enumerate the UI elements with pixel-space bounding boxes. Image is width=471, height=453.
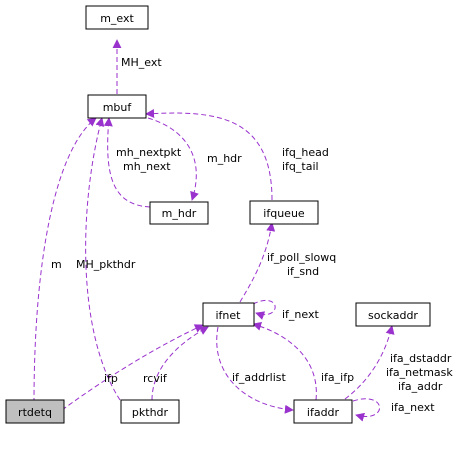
label-if-addrlist: if_addrlist bbox=[232, 371, 287, 384]
label-ifa-dstaddr: ifa_dstaddr bbox=[390, 352, 452, 365]
node-ifqueue-label: ifqueue bbox=[263, 207, 305, 220]
label-ifp: ifp bbox=[104, 372, 118, 385]
node-m-hdr[interactable]: m_hdr bbox=[149, 201, 209, 225]
label-ifa-addr: ifa_addr bbox=[398, 380, 443, 393]
label-ifq-tail: ifq_tail bbox=[282, 160, 319, 173]
label-if-next: if_next bbox=[282, 308, 319, 321]
label-m-hdr: m_hdr bbox=[207, 152, 242, 165]
node-sockaddr[interactable]: sockaddr bbox=[355, 302, 431, 327]
node-ifnet-label: ifnet bbox=[216, 309, 242, 322]
edge-ifaddr-self bbox=[352, 398, 381, 422]
label-mh-pkthdr: MH_pkthdr bbox=[76, 258, 136, 271]
label-mh-next: mh_next bbox=[123, 160, 171, 173]
label-if-snd: if_snd bbox=[287, 265, 319, 278]
edge-m-hdr-mbuf bbox=[103, 117, 151, 208]
node-pkthdr[interactable]: pkthdr bbox=[120, 399, 180, 424]
node-pkthdr-label: pkthdr bbox=[132, 406, 169, 419]
node-m-ext[interactable]: m_ext bbox=[85, 5, 149, 30]
node-m-ext-label: m_ext bbox=[100, 12, 134, 25]
label-ifa-ifp: ifa_ifp bbox=[321, 371, 354, 384]
edge-ifnet-ifqueue bbox=[239, 222, 276, 303]
edge-ifaddr-ifnet bbox=[252, 321, 317, 401]
label-if-poll-slowq: if_poll_slowq bbox=[267, 251, 336, 264]
edge-pkthdr-mbuf bbox=[85, 117, 121, 401]
edge-rtdetq-mbuf bbox=[33, 117, 97, 404]
label-ifa-netmask: ifa_netmask bbox=[386, 366, 453, 379]
edge-ifaddr-sockaddr bbox=[344, 325, 395, 400]
node-m-hdr-label: m_hdr bbox=[162, 207, 197, 220]
node-mbuf-label: mbuf bbox=[103, 101, 133, 114]
node-rtdetq-label: rtdetq bbox=[18, 406, 52, 419]
edge-ifnet-self bbox=[252, 299, 276, 320]
node-sockaddr-label: sockaddr bbox=[368, 309, 418, 322]
label-mh-nextpkt: mh_nextpkt bbox=[116, 146, 182, 159]
label-ifa-next: ifa_next bbox=[391, 401, 435, 414]
label-mh-ext: MH_ext bbox=[121, 56, 162, 69]
node-ifaddr-label: ifaddr bbox=[307, 406, 340, 419]
label-ifq-head: ifq_head bbox=[282, 146, 329, 159]
node-ifqueue[interactable]: ifqueue bbox=[249, 200, 319, 225]
edge-mbuf-m-hdr bbox=[147, 117, 199, 201]
edge-ifnet-ifaddr bbox=[216, 326, 294, 414]
edges bbox=[33, 39, 395, 422]
node-mbuf[interactable]: mbuf bbox=[87, 94, 147, 119]
node-ifaddr[interactable]: ifaddr bbox=[293, 399, 353, 424]
edge-labels: MH_ext mh_nextpkt mh_next m_hdr ifq_head… bbox=[51, 56, 453, 414]
node-ifnet[interactable]: ifnet bbox=[202, 302, 255, 327]
edge-pkthdr-ifnet bbox=[151, 326, 209, 401]
label-m: m bbox=[51, 258, 62, 271]
edge-ifqueue-mbuf bbox=[145, 109, 273, 201]
edge-rtdetq-ifnet bbox=[61, 324, 204, 411]
node-rtdetq[interactable]: rtdetq bbox=[5, 399, 65, 424]
label-rcvif: rcvif bbox=[143, 372, 168, 385]
